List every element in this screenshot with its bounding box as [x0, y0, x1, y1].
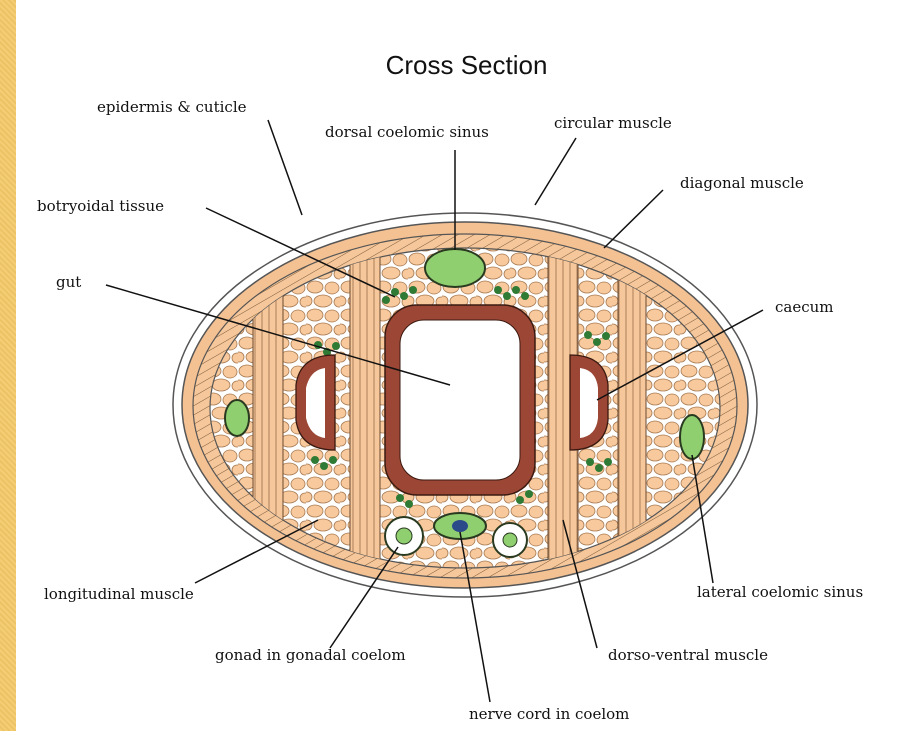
gonad-right-inner — [503, 533, 517, 547]
dorsal-coelomic-sinus — [425, 249, 485, 287]
label-nerve-cord: nerve cord in coelom — [469, 705, 629, 723]
gut-lumen — [400, 320, 520, 480]
gonad-left-inner — [396, 528, 412, 544]
label-botryoidal: botryoidal tissue — [37, 197, 164, 215]
nerve-cord-core — [452, 520, 468, 532]
lateral-coelomic-sinus-right — [680, 415, 704, 459]
label-caecum: caecum — [775, 298, 834, 316]
label-diagonal-muscle: diagonal muscle — [680, 174, 804, 192]
longitudinal-muscle-band-left-2 — [350, 230, 380, 590]
lateral-coelomic-sinus-left — [225, 400, 249, 436]
caecum-right-lumen — [580, 368, 598, 438]
label-gut: gut — [56, 273, 81, 291]
label-gonad: gonad in gonadal coelom — [215, 646, 406, 664]
label-circular-muscle: circular muscle — [554, 114, 672, 132]
label-lateral-sinus: lateral coelomic sinus — [697, 583, 863, 601]
leader-circular-muscle — [535, 138, 576, 205]
label-dorso-ventral: dorso-ventral muscle — [608, 646, 768, 664]
label-dorsal-sinus: dorsal coelomic sinus — [325, 123, 489, 141]
label-longitudinal: longitudinal muscle — [44, 585, 194, 603]
leader-diagonal-muscle — [604, 190, 663, 248]
leader-epidermis — [268, 120, 302, 215]
label-epidermis: epidermis & cuticle — [97, 98, 247, 116]
